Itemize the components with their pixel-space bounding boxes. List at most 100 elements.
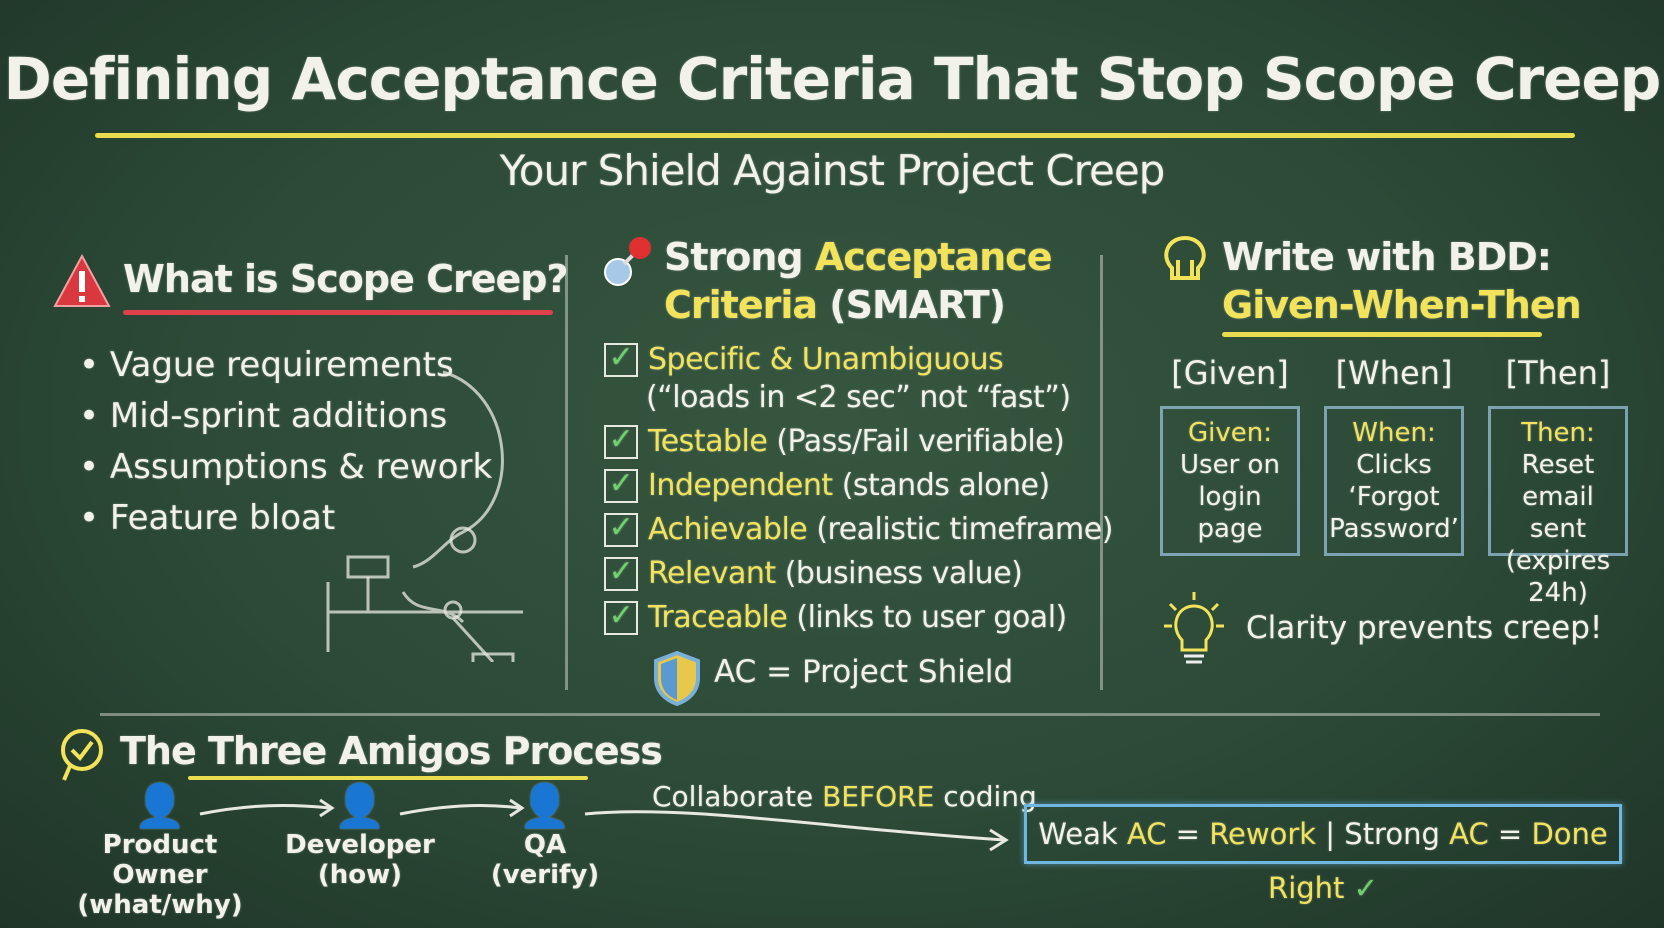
bdd-box-label: Given:: [1188, 418, 1272, 448]
person-icon: 👤: [133, 781, 187, 830]
person-sub: (how): [317, 860, 403, 890]
checkbox-icon: ✓: [604, 343, 638, 377]
checkbox-icon: ✓: [604, 469, 638, 503]
summary-text: Strong: [1344, 817, 1440, 851]
smart-item-relevant: ✓ Relevant (business value): [604, 552, 1113, 596]
bdd-heading-line2: Given-When-Then: [1222, 283, 1582, 327]
person-icon: 👤: [518, 781, 572, 830]
divider-left: [565, 255, 568, 690]
summary-text: =: [1175, 817, 1200, 851]
smart-item-achievable: ✓ Achievable (realistic timeframe): [604, 508, 1113, 552]
smart-item-testable: ✓ Testable (Pass/Fail verifiable): [604, 420, 1113, 464]
heading-text: (SMART): [829, 283, 1006, 327]
flow-arrows-icon: [199, 798, 1009, 852]
checkbox-icon: ✓: [604, 601, 638, 635]
smart-specific-example: (“loads in <2 sec” not “fast”): [646, 380, 1071, 415]
bdd-box: Then:Reset email sent (expires 24h): [1488, 406, 1628, 608]
page-subtitle: Your Shield Against Project Creep: [499, 146, 1166, 195]
title-underline: [95, 133, 1575, 138]
smart-item-independent: ✓ Independent (stands alone): [604, 464, 1113, 508]
bdd-column-header: [Then]: [1505, 354, 1611, 392]
person-sub: (verify): [490, 860, 600, 890]
collaborate-note: Collaborate BEFORE coding: [652, 780, 1037, 813]
check-circle-icon: [61, 729, 103, 781]
checkbox-icon: ✓: [604, 557, 638, 591]
summary-text: =: [1497, 817, 1523, 851]
heading-text: Criteria: [664, 283, 818, 327]
bdd-box: When:Clicks ‘Forgot Password’: [1324, 406, 1464, 556]
summary-text: |: [1325, 817, 1336, 851]
smart-desc: (stands alone): [841, 468, 1050, 503]
bdd-underline: [1222, 332, 1542, 337]
smart-item-traceable: ✓ Traceable (links to user goal): [604, 596, 1113, 640]
bdd-box-label: Then:: [1521, 418, 1595, 448]
collab-text: BEFORE: [822, 780, 935, 813]
bdd-box-text: User on login page: [1180, 450, 1280, 544]
pushpin-icon: [604, 237, 651, 286]
amigos-underline: [188, 776, 588, 780]
person-role: Product Owner: [102, 830, 218, 890]
person-role: QA: [523, 830, 567, 860]
smart-term: Specific & Unambiguous: [648, 342, 1004, 377]
smart-item-specific: ✓ Specific & Unambiguous: [604, 338, 1113, 382]
smart-desc: (realistic timeframe): [816, 512, 1113, 547]
list-item: Vague requirements: [79, 340, 492, 391]
divider-horizontal: [100, 713, 1600, 716]
bdd-box: Given:User on login page: [1160, 406, 1300, 556]
summary-text: AC: [1126, 817, 1167, 851]
summary-box: Weak AC = Rework | Strong AC = Done Righ…: [1024, 804, 1622, 905]
bdd-box-label: When:: [1352, 418, 1436, 448]
smart-heading-line1: Strong Acceptance: [664, 234, 1053, 280]
smart-desc: (business value): [784, 556, 1023, 591]
bdd-column-when: [When] When:Clicks ‘Forgot Password’: [1324, 354, 1464, 556]
collab-text: Collaborate: [652, 780, 814, 813]
smart-term: Relevant: [648, 556, 776, 591]
person-role: Developer: [285, 830, 435, 860]
smart-heading-line2: Criteria (SMART): [664, 282, 1006, 328]
person-developer: 👤Developer(how): [280, 781, 440, 891]
bdd-column-given: [Given] Given:User on login page: [1160, 354, 1300, 556]
person-qa: 👤QA(verify): [480, 781, 610, 891]
idea-bulb-icon: [1164, 592, 1224, 664]
person-sub: (what/why): [77, 890, 243, 920]
smart-term: Testable: [648, 424, 768, 459]
check-icon: ✓: [1353, 871, 1378, 905]
summary-text: AC: [1449, 817, 1489, 851]
checkbox-icon: ✓: [604, 425, 638, 459]
list-item: Mid-sprint additions: [79, 391, 492, 442]
bdd-columns: [Given] Given:User on login page [When] …: [1160, 354, 1628, 608]
bdd-heading-line1: Write with BDD:: [1222, 235, 1552, 279]
creep-sketch-icon: [326, 370, 523, 662]
bdd-box-text: Reset email sent (expires 24h): [1505, 450, 1611, 608]
heading-text: Strong: [664, 235, 804, 279]
shield-label: AC = Project Shield: [714, 654, 1014, 690]
smart-term: Achievable: [648, 512, 808, 547]
page-title: Defining Acceptance Criteria That Stop S…: [3, 45, 1662, 113]
smart-desc: (links to user goal): [796, 600, 1067, 635]
scope-creep-heading: What is Scope Creep?: [123, 257, 568, 301]
amigos-heading: The Three Amigos Process: [120, 729, 663, 773]
summary-text: Done Right: [1268, 817, 1608, 905]
divider-right: [1100, 255, 1103, 690]
smart-desc: (Pass/Fail verifiable): [776, 424, 1065, 459]
bdd-tip: Clarity prevents creep!: [1246, 610, 1603, 646]
collab-text: coding: [943, 780, 1037, 813]
shield-icon: [654, 650, 700, 706]
bdd-column-header: [When]: [1335, 354, 1453, 392]
warning-icon: [53, 254, 111, 307]
person-product-owner: 👤Product Owner(what/why): [55, 781, 265, 921]
bdd-column-header: [Given]: [1171, 354, 1289, 392]
smart-term: Independent: [648, 468, 833, 503]
list-item: Feature bloat: [79, 493, 492, 544]
smart-list: ✓ Specific & Unambiguous (“loads in <2 se…: [604, 338, 1113, 640]
bdd-box-text: Clicks ‘Forgot Password’: [1329, 450, 1459, 544]
summary-text: Rework: [1209, 817, 1317, 851]
smart-term: Traceable: [648, 600, 788, 635]
person-icon: 👤: [333, 781, 387, 830]
bdd-column-then: [Then] Then:Reset email sent (expires 24…: [1488, 354, 1628, 608]
scope-creep-underline: [123, 310, 553, 315]
scope-creep-list: Vague requirements Mid-sprint additions …: [79, 340, 492, 544]
list-item: Assumptions & rework: [79, 442, 492, 493]
heading-text: Acceptance: [814, 235, 1053, 279]
checkbox-icon: ✓: [604, 513, 638, 547]
